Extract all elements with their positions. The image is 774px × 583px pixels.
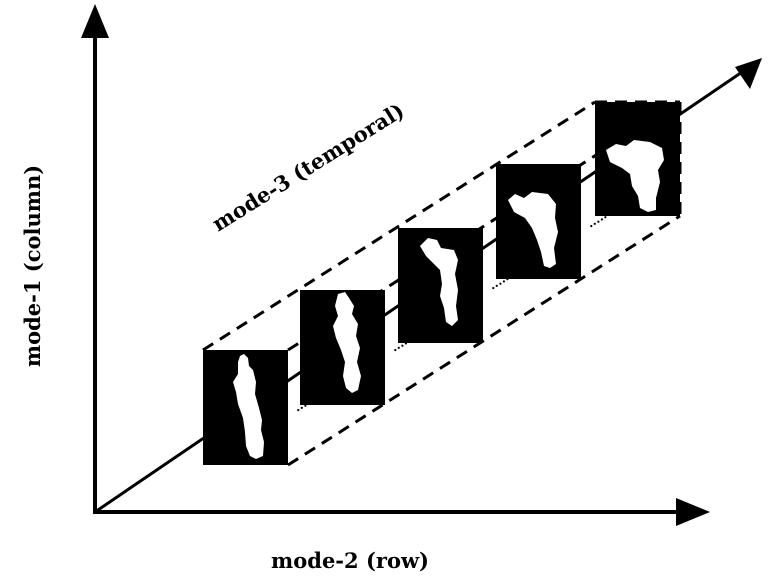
mode1-arrow-icon: [81, 4, 109, 38]
frame-1: [203, 350, 288, 465]
dashed-edge-top-left: [202, 100, 596, 352]
mode2-arrow-icon: [676, 498, 710, 526]
mode1-axis-label: mode-1 (column): [20, 165, 45, 367]
silhouette-2: [333, 292, 361, 393]
frame-5: [595, 102, 680, 216]
frame-3: [398, 228, 483, 343]
dashed-edge-bottom-right: [287, 214, 681, 467]
silhouette-4: [508, 192, 558, 268]
mode3-arrow-icon: [735, 58, 762, 89]
frame-4: [496, 164, 581, 279]
silhouette-3: [420, 238, 458, 326]
silhouette-5: [606, 140, 664, 212]
frame-2: [300, 290, 385, 405]
mode3-axis-label: mode-3 (temporal): [207, 98, 408, 237]
mode2-axis-label: mode-2 (row): [271, 548, 429, 573]
silhouette-1: [233, 354, 264, 459]
